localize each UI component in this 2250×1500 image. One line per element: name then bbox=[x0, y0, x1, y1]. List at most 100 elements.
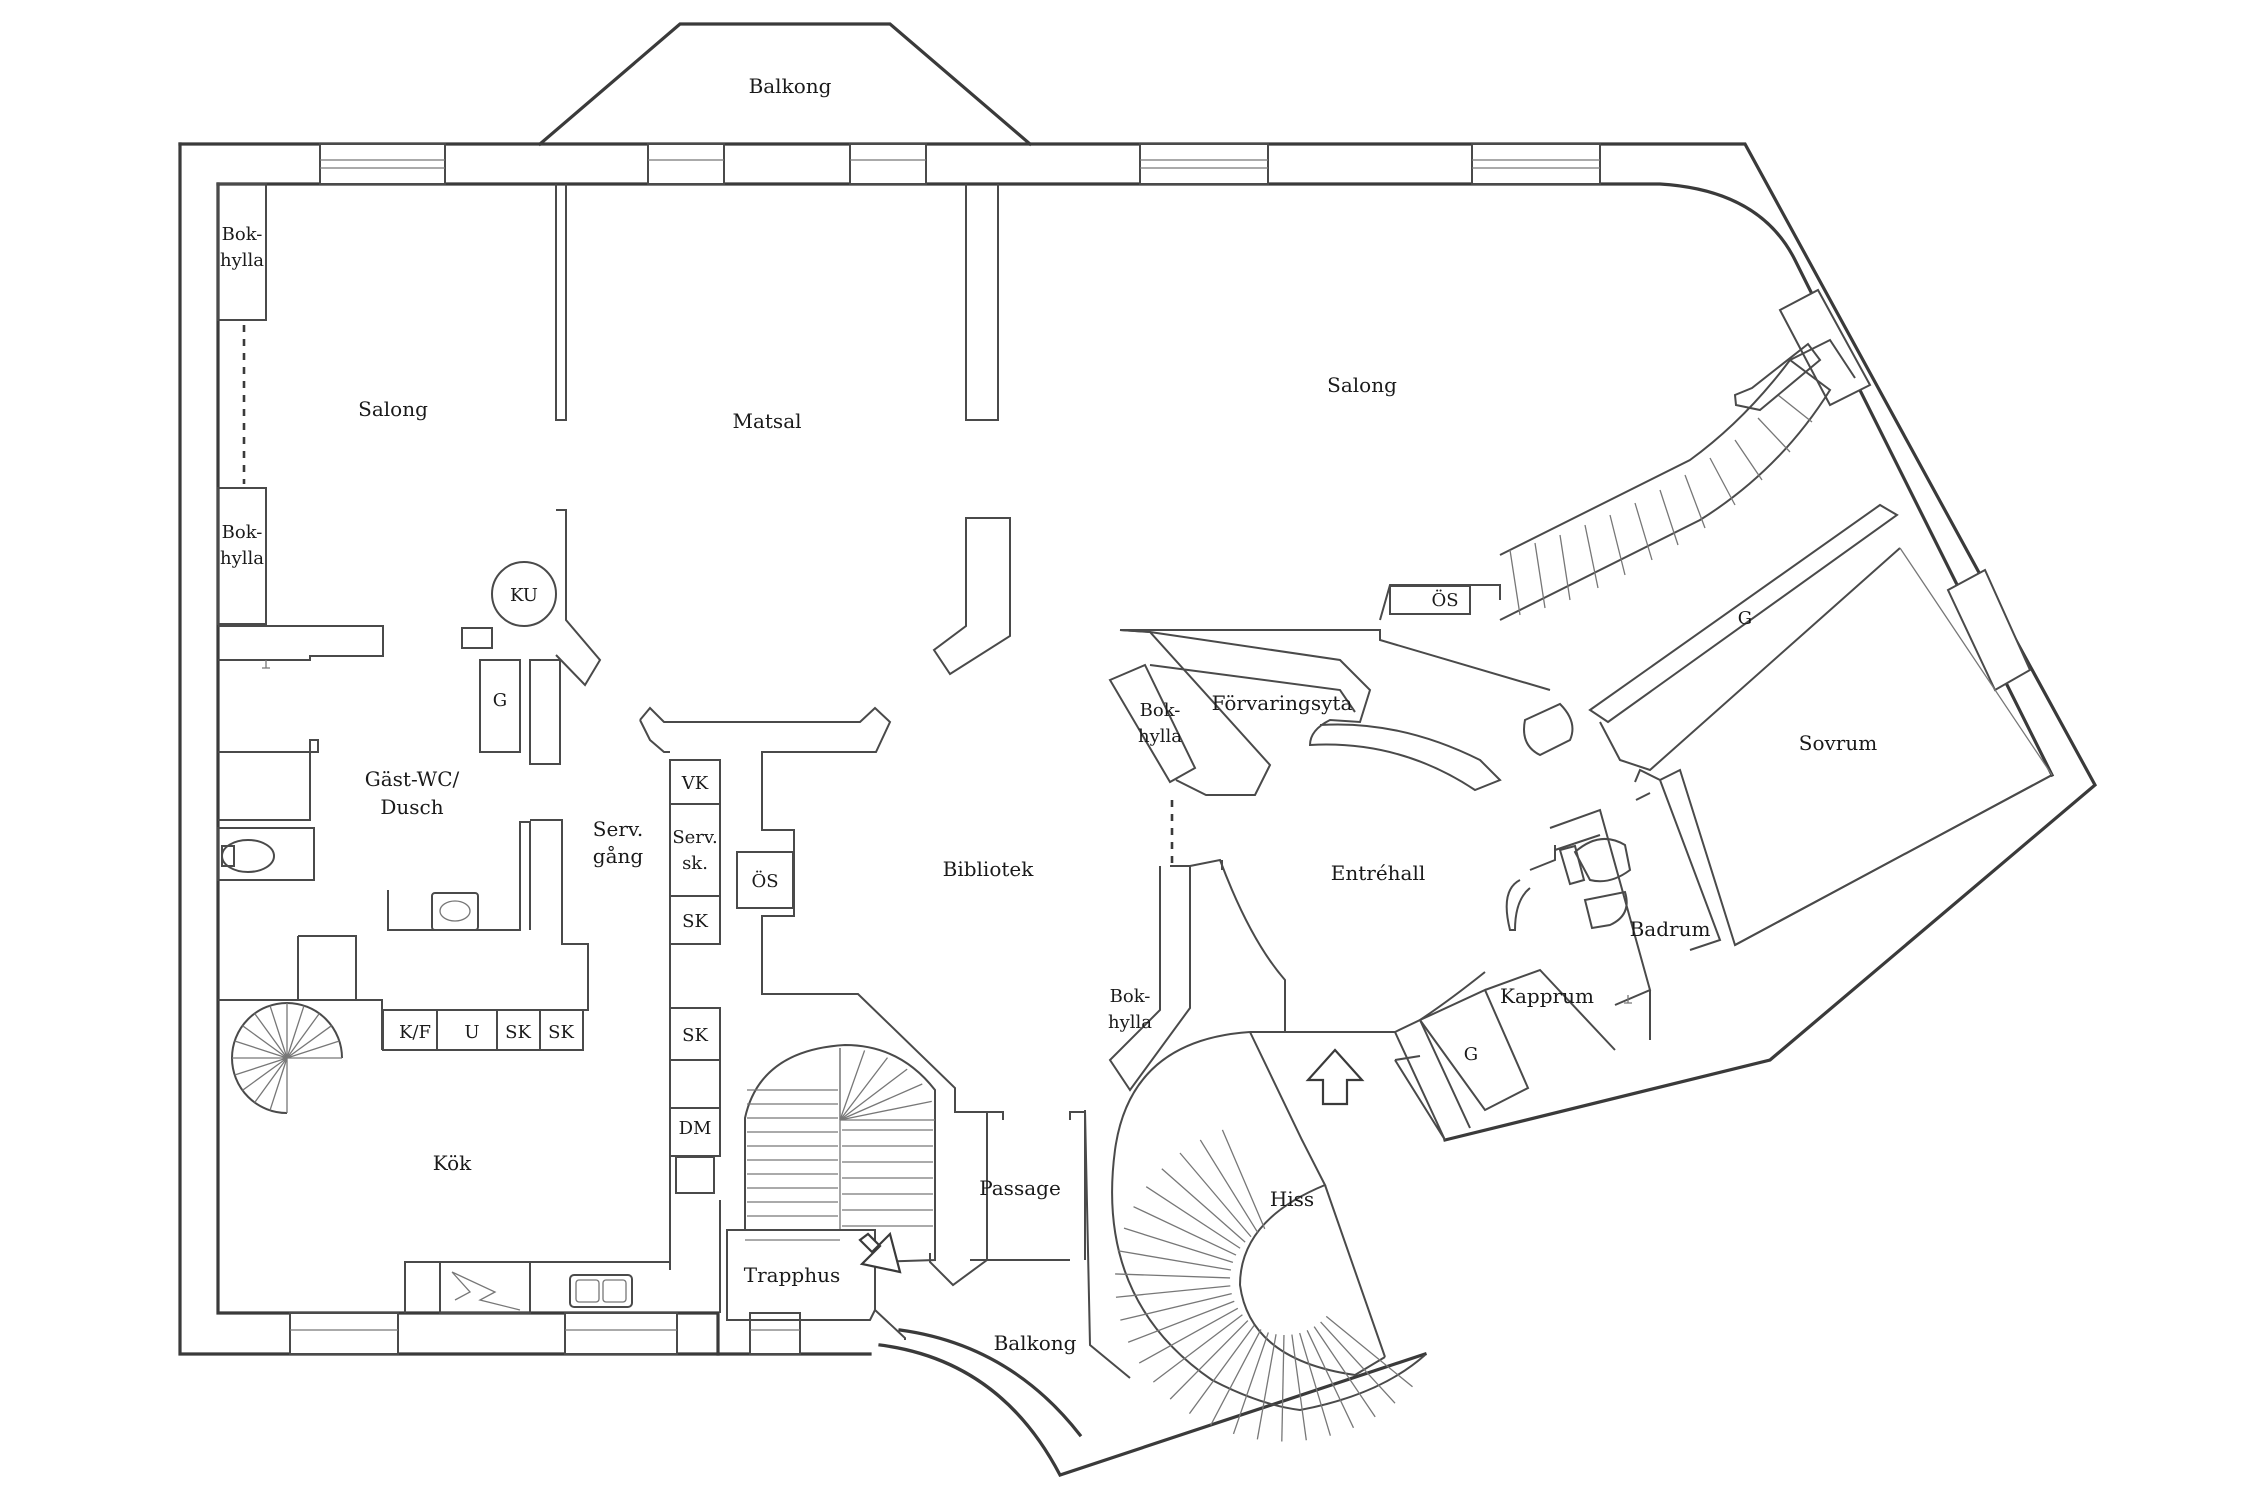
stair-tread bbox=[234, 1057, 288, 1076]
label-bokhylla-4a: Bok- bbox=[1110, 986, 1151, 1007]
label-passage: Passage bbox=[979, 1176, 1061, 1200]
label-vk: VK bbox=[681, 773, 709, 794]
stair-tread bbox=[1313, 1326, 1376, 1418]
stair-tread bbox=[1299, 1332, 1331, 1436]
bookshelves-left bbox=[217, 183, 267, 625]
label-sk-1: SK bbox=[682, 911, 708, 932]
stairs-hiss bbox=[1084, 1031, 1426, 1442]
label-sk-3: SK bbox=[505, 1022, 531, 1043]
stair-tread bbox=[1199, 1139, 1259, 1233]
label-entrehall: Entréhall bbox=[1331, 861, 1426, 885]
label-kok: Kök bbox=[433, 1151, 472, 1175]
label-ku: KU bbox=[510, 585, 538, 606]
stair-tread bbox=[1320, 1321, 1396, 1404]
stair-tread bbox=[269, 1057, 288, 1111]
forvaringsyta-walls bbox=[1119, 629, 1551, 792]
stair-tread bbox=[1115, 1273, 1231, 1279]
label-trapphus: Trapphus bbox=[744, 1263, 840, 1287]
label-bokhylla-1a: Bok- bbox=[222, 224, 263, 245]
passage-walls bbox=[970, 1111, 1086, 1261]
label-g-kapprum: G bbox=[1464, 1044, 1478, 1065]
label-bokhylla-2a: Bok- bbox=[222, 522, 263, 543]
label-kapprum: Kapprum bbox=[1500, 984, 1594, 1008]
stair-tread bbox=[286, 1013, 320, 1059]
stair-tread bbox=[1161, 1168, 1246, 1243]
stair-tread bbox=[269, 1005, 288, 1059]
stair-tread bbox=[1281, 1334, 1285, 1442]
label-balkong-top: Balkong bbox=[749, 74, 832, 98]
stairs-right bbox=[1379, 338, 1856, 621]
label-os-left: ÖS bbox=[751, 869, 778, 892]
stairs-trapphus bbox=[726, 1043, 936, 1340]
label-balkong-bottom: Balkong bbox=[994, 1331, 1077, 1355]
matsal-walls bbox=[555, 184, 1011, 676]
label-bokhylla-4b: hylla bbox=[1108, 1012, 1152, 1033]
windows-top bbox=[319, 143, 1601, 185]
sovrum-walls bbox=[1588, 503, 2053, 947]
label-salong-left: Salong bbox=[358, 397, 428, 421]
label-gast-wc-a: Gäst-WC/ bbox=[365, 767, 460, 791]
label-bokhylla-3a: Bok- bbox=[1140, 700, 1181, 721]
label-hiss: Hiss bbox=[1270, 1187, 1314, 1211]
stair-tread bbox=[286, 1005, 305, 1059]
label-bokhylla-2b: hylla bbox=[220, 548, 264, 569]
stair-tread bbox=[234, 1040, 288, 1059]
windows-right bbox=[1778, 288, 2032, 692]
stair-tread bbox=[1210, 1329, 1262, 1426]
stair-tread bbox=[1133, 1206, 1237, 1256]
guest-wc-walls bbox=[217, 625, 589, 1051]
stair-tread bbox=[1232, 1332, 1269, 1435]
label-g-left: G bbox=[493, 690, 507, 711]
kitchen-walls bbox=[218, 935, 721, 1314]
ku-area bbox=[461, 509, 602, 765]
stair-tread bbox=[254, 1057, 288, 1103]
label-serv-gang-a: Serv. bbox=[593, 817, 643, 841]
spiral-outline bbox=[231, 1002, 343, 1114]
stair-tread bbox=[1127, 1300, 1235, 1343]
entrance-arrows bbox=[858, 1048, 1365, 1274]
balcony-top bbox=[537, 22, 1033, 147]
stair-tread bbox=[242, 1057, 288, 1091]
bathroom-fixtures bbox=[1523, 702, 1632, 1004]
label-serv-sk-a: Serv. bbox=[672, 827, 717, 848]
stair-tread bbox=[1145, 1186, 1241, 1249]
stair-tread bbox=[1291, 1334, 1307, 1441]
spiral-stair-kitchen bbox=[231, 1002, 343, 1114]
label-os-right: ÖS bbox=[1431, 588, 1458, 611]
label-u: U bbox=[464, 1022, 479, 1043]
stair-tread bbox=[1306, 1330, 1355, 1429]
room-labels: Balkong Salong Matsal Salong Bok- hylla … bbox=[220, 74, 1877, 1355]
stair-tread bbox=[839, 1057, 889, 1121]
service-cabinets bbox=[669, 759, 794, 1270]
label-bokhylla-1b: hylla bbox=[220, 250, 264, 271]
stair-tread bbox=[1221, 1129, 1266, 1230]
label-serv-sk-b: sk. bbox=[682, 853, 708, 874]
stair-tread bbox=[1325, 1315, 1413, 1388]
label-bokhylla-3b: hylla bbox=[1138, 726, 1182, 747]
stair-tread bbox=[839, 1100, 932, 1121]
stair-tread bbox=[286, 1040, 340, 1059]
stair-arrow-down-right bbox=[858, 1231, 902, 1274]
stair-tread bbox=[839, 1068, 908, 1121]
windows-bottom bbox=[289, 1312, 801, 1355]
entrehall-arc bbox=[1189, 858, 1286, 1032]
label-g-right: G bbox=[1738, 608, 1752, 629]
label-forvaringsyta: Förvaringsyta bbox=[1212, 691, 1353, 715]
label-badrum: Badrum bbox=[1630, 917, 1711, 941]
label-sovrum: Sovrum bbox=[1799, 731, 1877, 755]
stair-tread bbox=[1123, 1227, 1234, 1263]
wc-fixtures bbox=[221, 660, 479, 931]
label-dm: DM bbox=[679, 1118, 712, 1139]
label-bibliotek: Bibliotek bbox=[943, 857, 1035, 881]
stair-tread bbox=[839, 1050, 866, 1121]
stair-tread bbox=[1152, 1314, 1243, 1383]
stair-tread bbox=[1169, 1320, 1249, 1400]
stair-tread bbox=[1117, 1250, 1232, 1271]
bibliotek-walls bbox=[639, 706, 988, 1287]
label-matsal: Matsal bbox=[732, 409, 801, 433]
stair-tread bbox=[242, 1025, 288, 1059]
label-sk-2: SK bbox=[682, 1025, 708, 1046]
label-serv-gang-b: gång bbox=[593, 844, 644, 868]
stair-tread bbox=[839, 1083, 923, 1121]
